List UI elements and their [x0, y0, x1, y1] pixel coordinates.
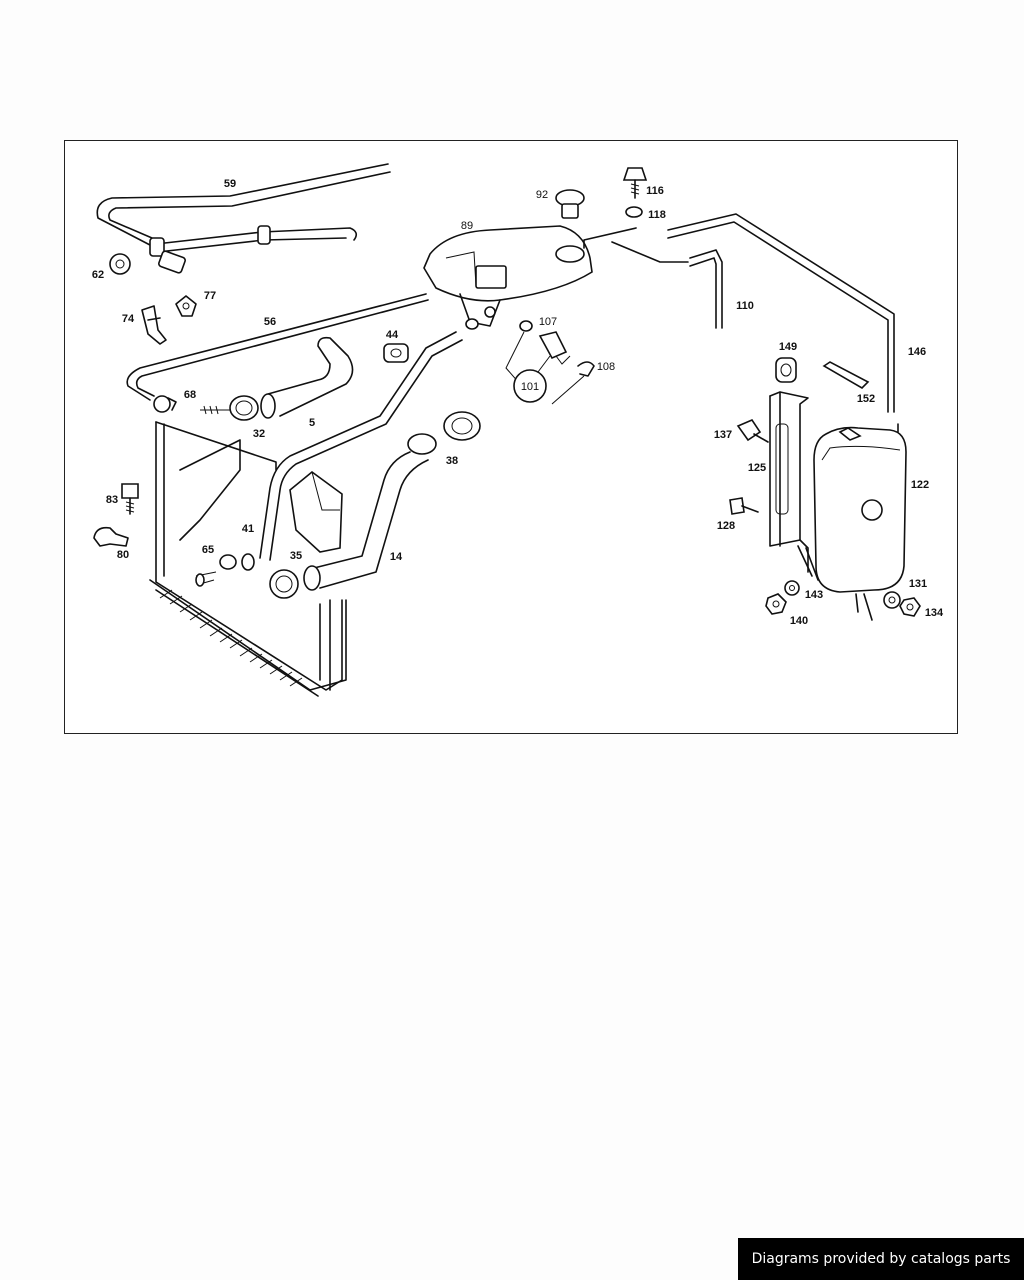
clamp-38 — [443, 411, 481, 441]
nut-134 — [899, 597, 921, 617]
callout-122: 122 — [911, 479, 929, 491]
washer-143 — [784, 580, 800, 596]
callout-59: 59 — [224, 178, 236, 190]
radiator — [149, 421, 347, 697]
callout-65: 65 — [202, 544, 214, 556]
cap-92 — [555, 189, 585, 219]
expansion-tank-89 — [423, 225, 637, 330]
clip-108 — [577, 361, 595, 377]
clamp-65 — [195, 554, 237, 587]
reservoir-122 — [813, 423, 907, 621]
hose-110 — [611, 241, 723, 329]
hose-59 — [96, 163, 391, 274]
callout-68: 68 — [184, 389, 196, 401]
callout-bubble-101 — [505, 331, 585, 405]
hose-146 — [667, 213, 895, 413]
callout-83: 83 — [106, 494, 118, 506]
callout-92: 92 — [536, 189, 548, 201]
callout-140: 140 — [790, 615, 808, 627]
callout-5: 5 — [309, 417, 315, 429]
callout-116: 116 — [646, 185, 664, 197]
sensor-107 — [519, 320, 571, 365]
washer-131 — [883, 591, 901, 609]
grommet-44 — [383, 343, 409, 363]
grommet-149 — [775, 357, 797, 383]
callout-131: 131 — [909, 578, 927, 590]
bracket-125 — [769, 391, 819, 581]
callout-14: 14 — [390, 551, 403, 563]
callout-101: 101 — [521, 381, 539, 393]
callout-134: 134 — [925, 607, 944, 619]
clip-74 — [141, 305, 167, 345]
clamp-32 — [200, 395, 259, 421]
callout-152: 152 — [857, 393, 875, 405]
callout-128: 128 — [717, 520, 735, 532]
clip-80 — [93, 526, 129, 547]
callout-38: 38 — [446, 455, 458, 467]
callout-108: 108 — [597, 361, 615, 373]
hose-5 — [260, 336, 354, 419]
callout-118: 118 — [648, 209, 666, 221]
callout-74: 74 — [122, 313, 135, 325]
screw-83 — [121, 483, 139, 515]
callout-41: 41 — [242, 523, 254, 535]
callout-110: 110 — [736, 300, 754, 312]
callout-32: 32 — [253, 428, 265, 440]
clip-68 — [153, 395, 177, 413]
clip-77 — [175, 295, 197, 317]
callout-146: 146 — [908, 346, 926, 358]
bolt-116 — [622, 167, 648, 199]
callout-56: 56 — [264, 316, 276, 328]
callout-77: 77 — [204, 290, 216, 302]
nut-140 — [765, 593, 787, 615]
callout-44: 44 — [386, 329, 399, 341]
credit-banner: Diagrams provided by catalogs parts — [738, 1238, 1024, 1280]
callout-107: 107 — [539, 316, 557, 328]
clip-62 — [109, 253, 131, 275]
callout-35: 35 — [290, 550, 302, 562]
callout-125: 125 — [748, 462, 766, 474]
bolt-128 — [729, 497, 759, 515]
hose-14 — [303, 433, 437, 591]
bolt-137 — [736, 419, 769, 443]
callout-149: 149 — [779, 341, 797, 353]
callout-89: 89 — [461, 220, 473, 232]
shroud — [289, 470, 343, 553]
hose-56 — [126, 293, 429, 401]
callout-143: 143 — [805, 589, 823, 601]
clamp-35 — [269, 569, 299, 599]
callout-137: 137 — [714, 429, 732, 441]
callout-62: 62 — [92, 269, 104, 281]
hose-41 — [241, 331, 463, 571]
strip-152 — [822, 361, 870, 390]
callout-80: 80 — [117, 549, 129, 561]
washer-118 — [625, 206, 643, 218]
callout-labels: 59 62 74 77 56 68 32 5 44 41 65 35 14 38… — [92, 178, 944, 627]
